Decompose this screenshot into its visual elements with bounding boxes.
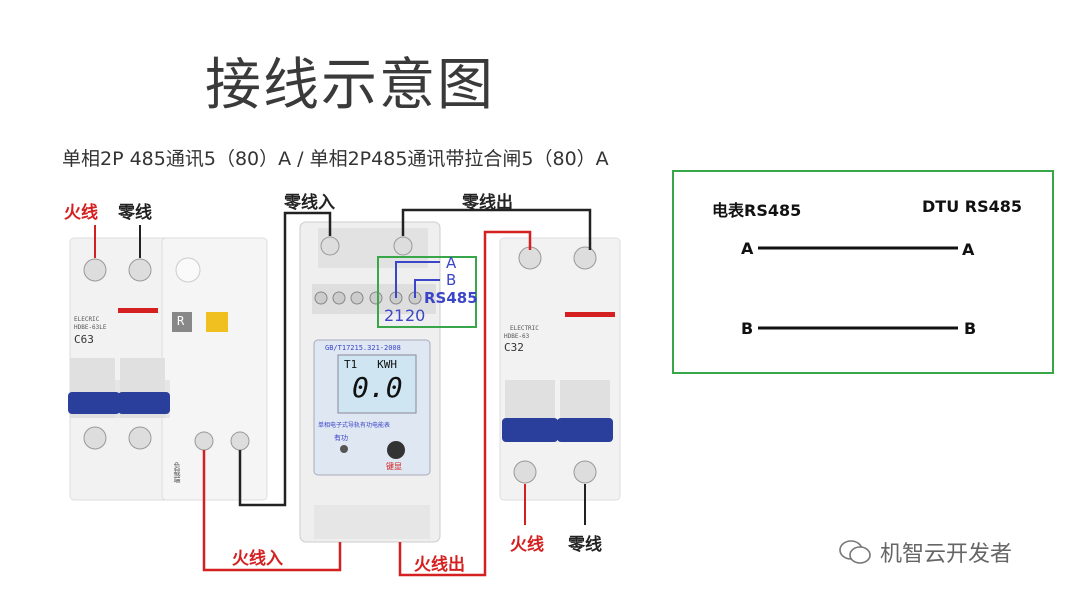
fire-in-label: 火线入 bbox=[232, 549, 283, 569]
rs485-label: RS485 bbox=[424, 289, 478, 307]
fire-wire-label: 火线 bbox=[64, 203, 98, 223]
terminal-20-label: 20 bbox=[405, 306, 426, 325]
wire-a bbox=[395, 261, 440, 298]
watermark: 机智云开发者 bbox=[838, 536, 1012, 568]
meter-led-label: 有功 bbox=[334, 434, 348, 442]
zero-in-label: 零线入 bbox=[284, 193, 335, 213]
left-breaker-r-button: R bbox=[177, 314, 185, 328]
left-breaker bbox=[68, 237, 268, 501]
zero-wire-label: 零线 bbox=[118, 203, 152, 223]
meter-caption: 单相电子式导轨有功电能表 bbox=[318, 422, 391, 429]
dtu-rs485-title: DTU RS485 bbox=[922, 197, 1022, 216]
fire-out-label: 火线出 bbox=[414, 555, 465, 575]
wechat-icon bbox=[839, 540, 871, 564]
page-subtitle: 单相2P 485通讯5（80）A / 单相2P485通讯带拉合闸5（80）A bbox=[62, 148, 609, 170]
terminal-21-label: 21 bbox=[384, 306, 405, 325]
fire-wire-in bbox=[202, 450, 342, 572]
meter-rs485-title: 电表RS485 bbox=[712, 201, 802, 220]
left-breaker-legend: 负载端 bbox=[173, 462, 181, 483]
b-right-label: B bbox=[964, 319, 977, 338]
page-title: 接线示意图 bbox=[205, 53, 495, 118]
zero-wire-right-label: 零线 bbox=[568, 535, 602, 555]
watermark-text: 机智云开发者 bbox=[880, 542, 1013, 567]
meter-display-top: T1 KWH bbox=[344, 358, 397, 371]
rs485-terminal-box bbox=[377, 256, 477, 328]
zero-out-label: 零线出 bbox=[462, 193, 513, 213]
left-breaker-brand: ELECRIC bbox=[74, 316, 100, 323]
meter-display-value: 0.0 bbox=[352, 371, 403, 404]
meter-key-label: 键显 bbox=[386, 462, 402, 471]
left-breaker-model: HDBE-63LE bbox=[74, 324, 107, 331]
right-breaker-brand: ELECTRIC bbox=[510, 325, 539, 332]
rs485-mapping-box bbox=[672, 170, 1054, 374]
fire-wire-right-label: 火线 bbox=[510, 535, 544, 555]
right-breaker bbox=[499, 237, 621, 501]
fire-wire-out bbox=[398, 230, 532, 577]
a-right-label: A bbox=[962, 240, 975, 259]
left-breaker-rating: C63 bbox=[74, 333, 94, 346]
right-breaker-rating: C32 bbox=[504, 341, 524, 354]
meter-standard: GB/T17215.321-2008 bbox=[325, 344, 401, 352]
zero-wire-in bbox=[238, 211, 332, 507]
energy-meter bbox=[299, 221, 441, 543]
terminal-a-label: A bbox=[446, 254, 457, 272]
wire-b bbox=[414, 279, 440, 298]
right-breaker-model: HDBE-63 bbox=[504, 333, 530, 340]
b-left-label: B bbox=[741, 319, 754, 338]
zero-wire-out bbox=[401, 208, 592, 250]
terminal-b-label: B bbox=[446, 271, 457, 289]
a-left-label: A bbox=[741, 239, 754, 258]
